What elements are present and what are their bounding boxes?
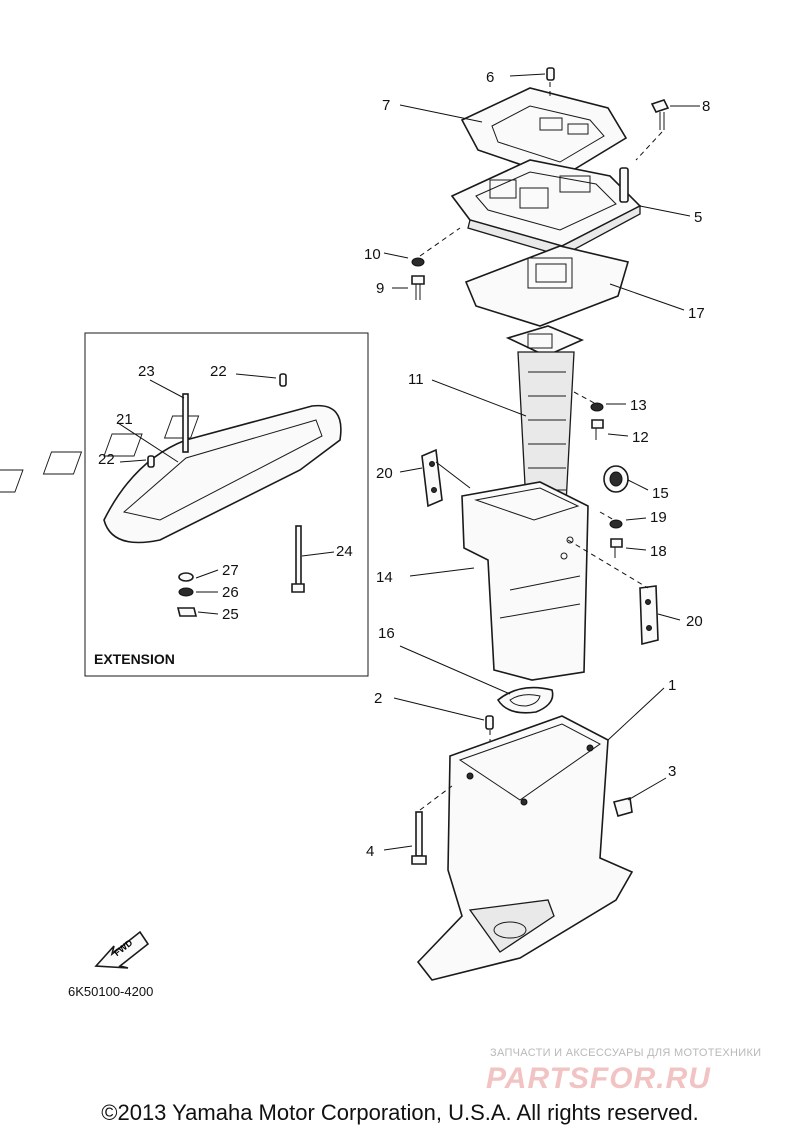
watermark: ЗАПЧАСТИ И АКСЕССУАРЫ ДЛЯ МОТОТЕХНИКИ PA… <box>486 1047 761 1095</box>
callout-14: 14 <box>376 569 393 586</box>
callout-6: 6 <box>486 69 494 86</box>
callout-13: 13 <box>630 397 647 414</box>
part-20-cover-right <box>639 585 659 646</box>
part-20-cover-left <box>421 448 443 508</box>
callout-22-top: 22 <box>210 363 227 380</box>
part-16-seal <box>496 686 554 714</box>
part-3-clip <box>613 797 633 817</box>
callout-17: 17 <box>688 305 705 322</box>
copyright-notice: ©2013 Yamaha Motor Corporation, U.S.A. A… <box>101 1100 699 1125</box>
callout-23: 23 <box>138 363 155 380</box>
callout-1: 1 <box>668 677 676 694</box>
callout-18: 18 <box>650 543 667 560</box>
part-18-bolt <box>610 538 623 558</box>
callout-20-right: 20 <box>686 613 703 630</box>
callout-11: 11 <box>408 371 424 388</box>
part-6-dowel-pin <box>546 67 555 100</box>
callout-20-left: 20 <box>376 465 393 482</box>
callout-10: 10 <box>364 246 381 263</box>
callout-21: 21 <box>116 411 133 428</box>
watermark-tagline: ЗАПЧАСТИ И АКСЕССУАРЫ ДЛЯ МОТОТЕХНИКИ <box>490 1047 761 1059</box>
part-8-bolt <box>635 99 670 161</box>
part-14-upper-casing <box>461 481 589 681</box>
part-11-exhaust-guide <box>505 325 585 505</box>
callout-27: 27 <box>222 562 239 579</box>
part-2-dowel-pin <box>485 715 494 760</box>
callout-2: 2 <box>374 690 382 707</box>
callout-12: 12 <box>632 429 649 446</box>
part-5-upper-case <box>450 159 642 257</box>
part-10-washer <box>411 227 461 267</box>
callout-25: 25 <box>222 606 239 623</box>
callout-4: 4 <box>366 843 374 860</box>
diagram-code: 6K50100-4200 <box>68 984 153 999</box>
callout-24: 24 <box>336 543 353 560</box>
callout-26: 26 <box>222 584 239 601</box>
part-15-grommet <box>603 465 629 493</box>
part-9-bolt <box>411 275 425 300</box>
callout-8: 8 <box>702 98 710 115</box>
callout-22-left: 22 <box>98 451 115 468</box>
extension-box <box>0 332 369 677</box>
callout-9: 9 <box>376 280 384 297</box>
part-13-washer <box>590 402 604 412</box>
callout-7: 7 <box>382 97 390 114</box>
part-19-washer <box>609 519 623 529</box>
part-12-bolt <box>591 419 604 440</box>
part-4-stud-bolt <box>411 785 453 865</box>
part-7-gasket <box>460 87 628 179</box>
leader-lines <box>117 73 700 851</box>
callout-labels: 6 7 8 5 10 9 17 11 13 12 20 15 19 18 14 … <box>98 69 710 860</box>
part-17-gasket <box>464 245 630 327</box>
extension-caption: EXTENSION <box>94 651 175 667</box>
part-1-upper-casing <box>416 715 634 981</box>
callout-3: 3 <box>668 763 676 780</box>
callout-15: 15 <box>652 485 669 502</box>
callout-5: 5 <box>694 209 702 226</box>
watermark-logo: PARTSFOR.RU <box>486 1062 711 1095</box>
callout-19: 19 <box>650 509 667 526</box>
fwd-arrow-icon: FWD <box>94 930 150 969</box>
callout-16: 16 <box>378 625 395 642</box>
